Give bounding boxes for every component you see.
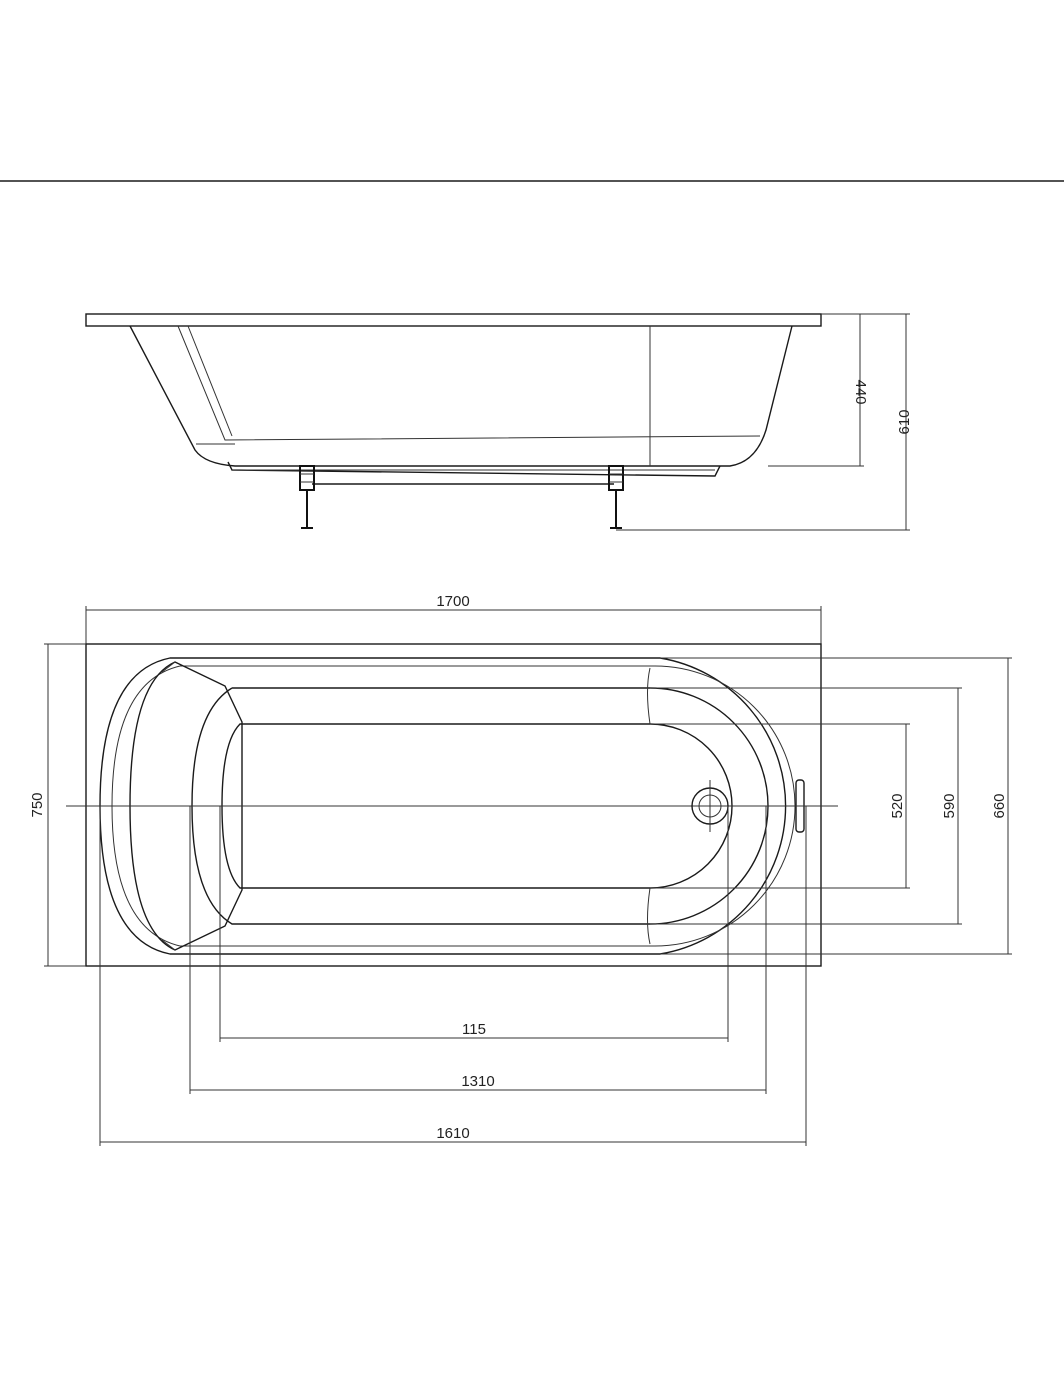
plan-headrest-edge-top — [161, 661, 176, 673]
plan-foot-inner-curve — [647, 667, 651, 725]
plan-outer-outline — [85, 643, 822, 967]
side-view-shell — [129, 325, 793, 467]
dim-520-label: 520 — [889, 793, 906, 818]
leg-left — [299, 465, 315, 529]
side-view-inner-contour — [177, 325, 761, 441]
dim-440-label: 440 — [852, 379, 869, 404]
dim-590-label: 590 — [941, 793, 958, 818]
side-view-inner-edge — [187, 325, 233, 437]
dim-1700-label: 1700 — [436, 593, 469, 610]
plan-view: 1700 750 — [29, 593, 1012, 1146]
side-view-base — [227, 461, 721, 477]
plan-basin-floor — [221, 723, 733, 889]
plan-headrest-edge-bottom — [161, 939, 176, 951]
plan-basin-second — [111, 665, 796, 947]
dim-115-label: 115 — [462, 1021, 486, 1038]
plan-foot-inner-curve-bottom — [647, 887, 651, 945]
plan-basin-outer — [99, 657, 787, 955]
dim-750-label: 750 — [29, 792, 46, 817]
side-view: 440 610 — [85, 313, 913, 531]
dim-610-label: 610 — [896, 409, 913, 434]
leg-right — [608, 465, 624, 529]
plan-basin-middle — [191, 687, 769, 925]
dim-1310-label: 1310 — [461, 1073, 494, 1090]
dim-1610-label: 1610 — [436, 1125, 469, 1142]
dim-660-label: 660 — [991, 793, 1008, 818]
side-view-rim — [85, 313, 822, 327]
